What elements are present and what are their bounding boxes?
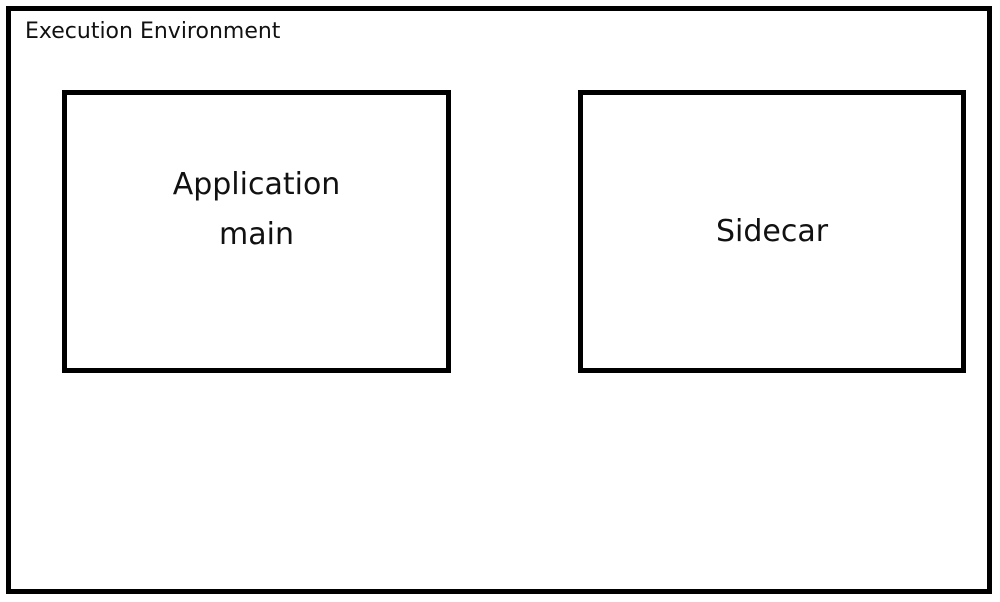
sidecar-label: Sidecar — [715, 213, 829, 249]
application-main-box[interactable]: Application main — [62, 90, 451, 373]
sidecar-label-wrapper: Sidecar — [706, 207, 838, 257]
application-label-line-2: main — [219, 216, 294, 252]
application-label-line-1: Application — [172, 166, 341, 202]
application-main-label: Application main — [163, 160, 351, 260]
execution-environment-container: Execution Environment Application main S… — [6, 6, 992, 594]
execution-environment-label: Execution Environment — [25, 19, 281, 44]
sidecar-box[interactable]: Sidecar — [578, 90, 966, 373]
